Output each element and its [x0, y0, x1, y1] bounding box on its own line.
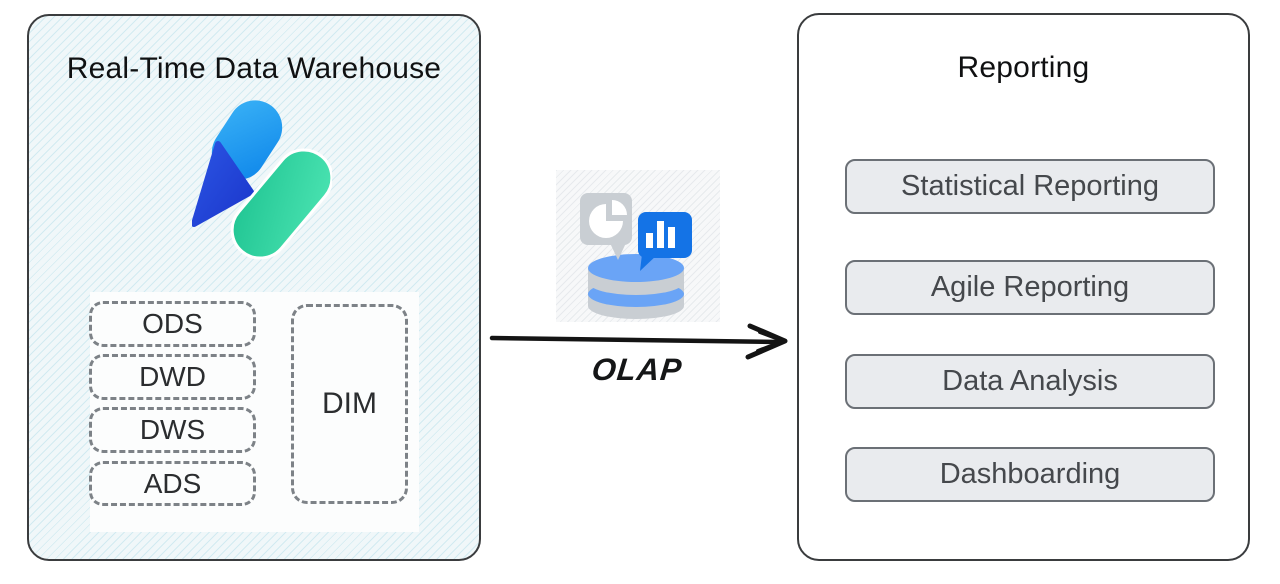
report-item-label: Dashboarding	[939, 458, 1121, 490]
layer-box-dwd: DWD	[89, 354, 256, 400]
report-item-dashboarding: Dashboarding	[845, 447, 1215, 502]
report-item-statistical-reporting: Statistical Reporting	[845, 159, 1215, 214]
olap-label: OLAP	[590, 352, 684, 387]
layer-box-ods: ODS	[89, 301, 256, 347]
report-item-label: Data Analysis	[942, 365, 1118, 397]
flow-arrow	[489, 323, 788, 360]
warehouse-panel: Real-Time Data Warehouse ODS DWD	[27, 14, 481, 561]
selectdb-logo-icon	[192, 100, 332, 260]
warehouse-panel-title: Real-Time Data Warehouse	[66, 52, 442, 85]
layer-label: ODS	[142, 308, 203, 339]
layer-label: DWS	[139, 414, 206, 445]
layer-box-ads: ADS	[89, 461, 256, 506]
layer-label: ADS	[143, 467, 202, 499]
reporting-panel: Reporting Statistical Reporting Agile Re…	[797, 13, 1250, 561]
olap-analytics-database-icon	[556, 170, 720, 322]
dim-label: DIM	[322, 387, 377, 420]
report-item-agile-reporting: Agile Reporting	[845, 260, 1215, 315]
report-item-data-analysis: Data Analysis	[845, 354, 1215, 409]
layer-box-dws: DWS	[89, 407, 256, 453]
dim-box: DIM	[291, 304, 408, 504]
layer-label: DWD	[139, 361, 206, 392]
reporting-panel-title: Reporting	[957, 51, 1090, 84]
report-item-label: Statistical Reporting	[901, 170, 1159, 202]
report-item-label: Agile Reporting	[930, 271, 1130, 303]
